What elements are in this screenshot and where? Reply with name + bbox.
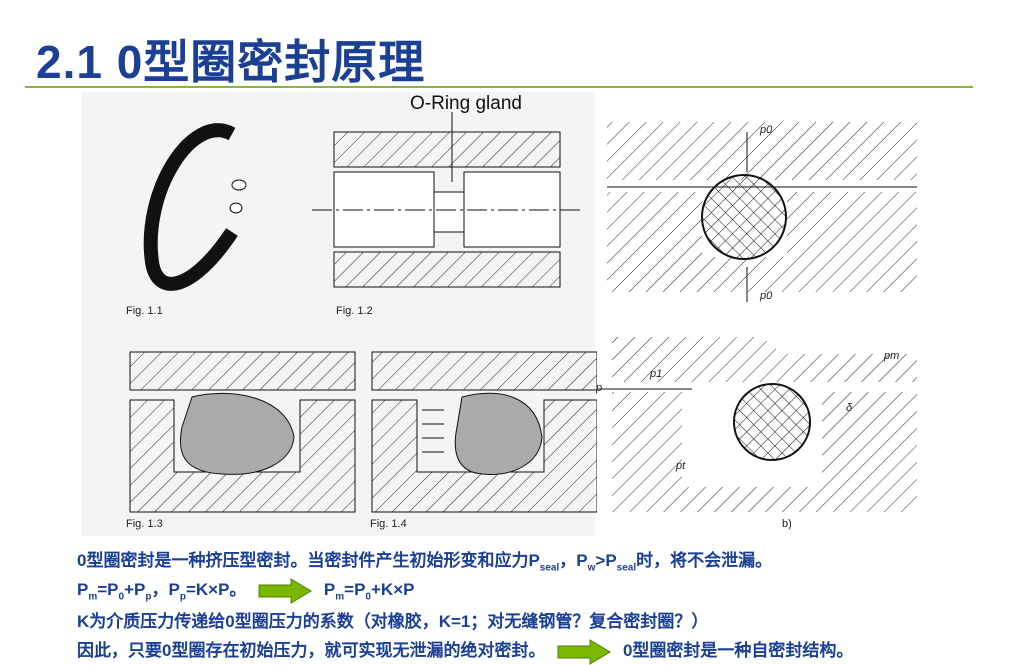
t: 0型圈密封是一种自密封结构。	[622, 641, 854, 660]
fig-1-2-gland	[312, 112, 582, 288]
t: p	[179, 591, 186, 603]
t: 0	[365, 591, 371, 603]
t: +P	[124, 580, 146, 599]
t: w	[587, 562, 596, 574]
t: P	[77, 580, 89, 599]
t: ，P	[559, 551, 588, 570]
t: m	[88, 591, 98, 603]
fig-1-1-oring	[143, 123, 247, 291]
label-p0: p0	[760, 124, 773, 136]
caption-fig-1-3: Fig. 1.3	[126, 518, 163, 530]
t: >P	[595, 551, 617, 570]
text-line-2: Pm=P0+Pp，Pp=K×P。 Pm=P0+K×P	[77, 575, 414, 604]
t: m	[335, 591, 345, 603]
page-title: 2.1 0型圈密封原理	[36, 36, 426, 88]
t: 因此，只要0型圈存在初始压力，就可实现无泄漏的绝对密封。	[77, 641, 546, 660]
caption-fig-1-2: Fig. 1.2	[336, 305, 373, 317]
t: =K×P。	[185, 580, 247, 599]
text-line-3: K为介质压力传递给0型圈压力的系数（对橡胶，K=1；对无缝钢管？复合密封圈？）	[77, 612, 709, 631]
t: ，P	[151, 580, 180, 599]
title-divider	[25, 86, 973, 88]
label-pm: pm	[884, 350, 900, 362]
fig-pressure-b	[597, 317, 920, 536]
t: seal	[539, 562, 560, 574]
o-ring-figures	[82, 92, 920, 536]
label-delta: δ	[846, 402, 853, 414]
caption-b: b)	[782, 518, 792, 530]
text-line-4: 因此，只要0型圈存在初始压力，就可实现无泄漏的绝对密封。 0型圈密封是一种自密封…	[77, 636, 853, 665]
label-p0-bottom: p0	[760, 290, 773, 302]
t: p	[145, 591, 152, 603]
fig-pressure-a	[607, 122, 917, 302]
t: 0型圈密封是一种挤压型密封。当密封件产生初始形变和应力P	[77, 551, 540, 570]
gland-label: O-Ring gland	[410, 93, 522, 114]
fig-1-3	[129, 351, 356, 513]
t: P	[323, 580, 336, 599]
t: 时，将不会泄漏。	[636, 551, 773, 570]
right-arrow-icon	[557, 638, 612, 665]
t: =P	[97, 580, 119, 599]
label-p1: p1	[650, 368, 663, 380]
text-line-1: 0型圈密封是一种挤压型密封。当密封件产生初始形变和应力Pseal，Pw>Psea…	[77, 546, 772, 573]
caption-fig-1-4: Fig. 1.4	[370, 518, 407, 530]
caption-fig-1-1: Fig. 1.1	[126, 305, 163, 317]
t: seal	[616, 562, 637, 574]
label-p: p	[596, 382, 603, 394]
right-arrow-icon	[258, 577, 313, 604]
t: +K×P	[370, 580, 415, 599]
t: =P	[344, 580, 366, 599]
fig-1-4	[371, 351, 598, 513]
t: 0	[118, 591, 125, 603]
label-pt: pt	[676, 460, 686, 472]
